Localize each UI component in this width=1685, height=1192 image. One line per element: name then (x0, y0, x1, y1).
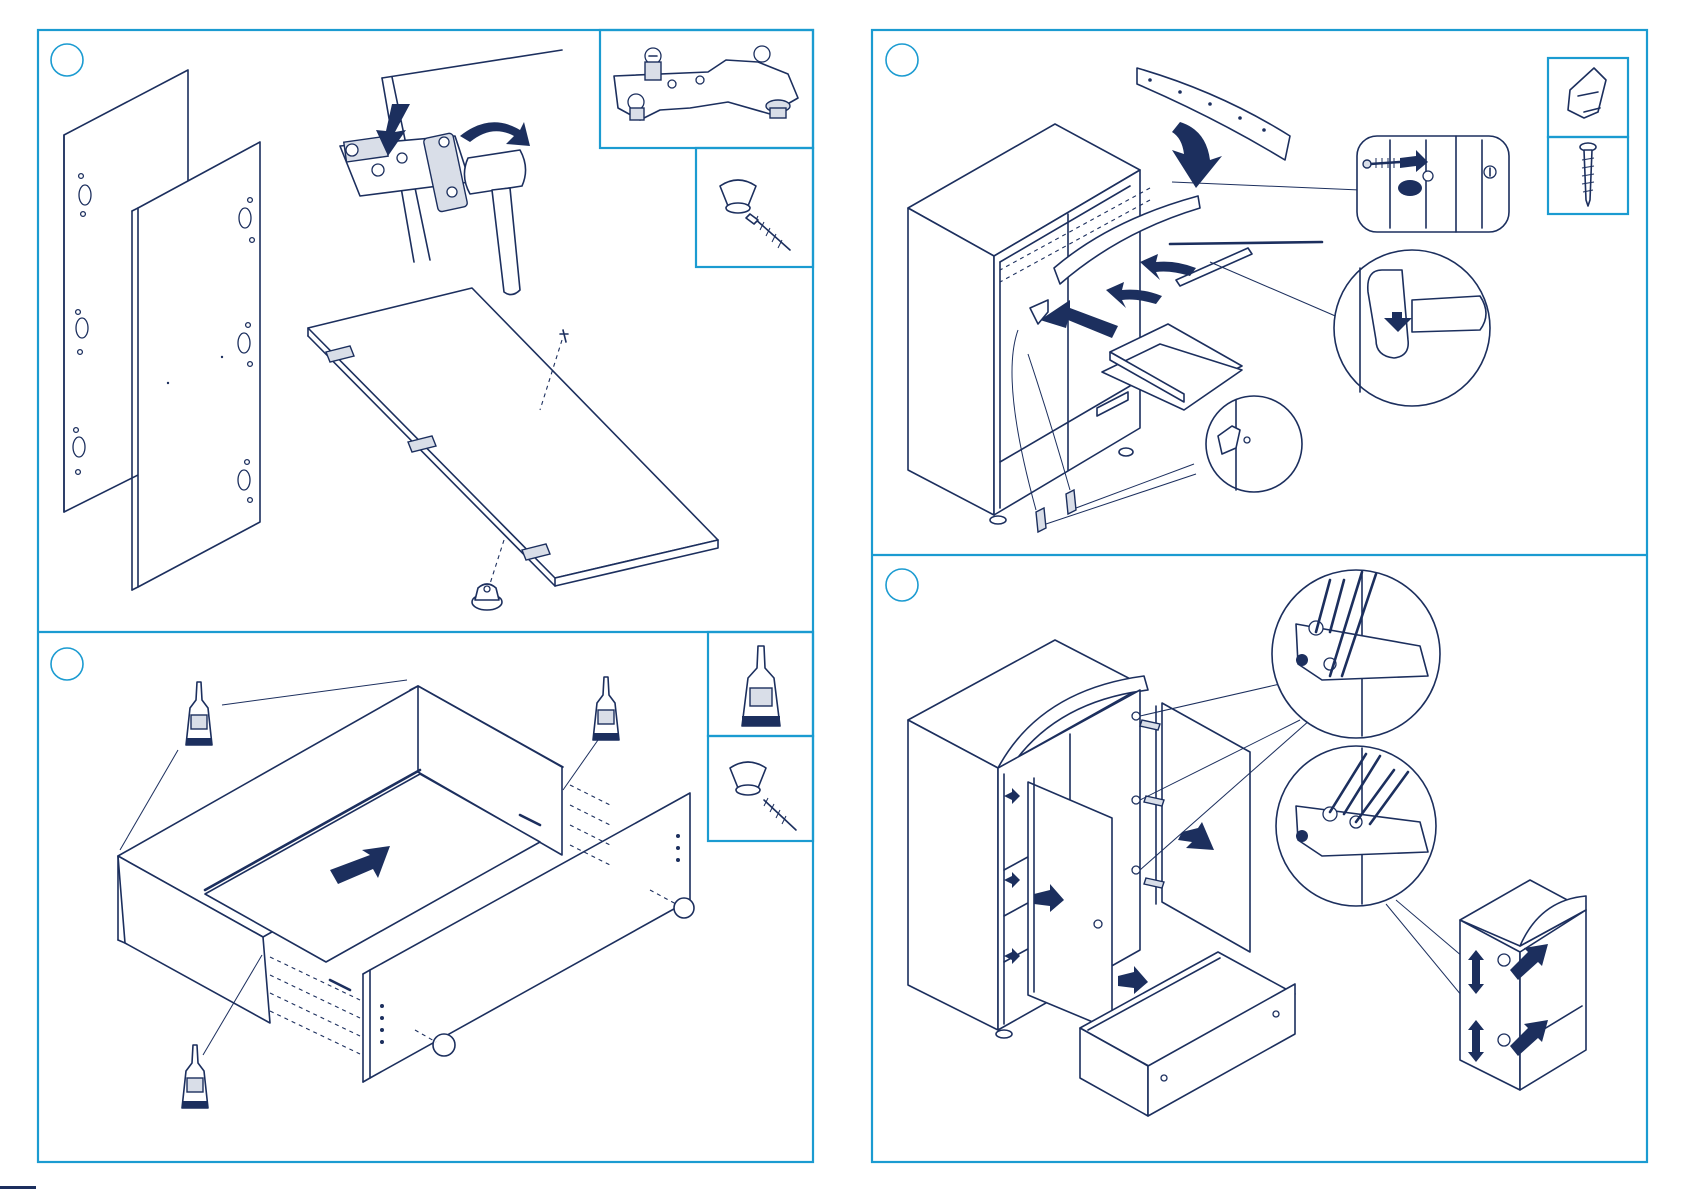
door-with-hinges (308, 288, 718, 610)
step-badge-3 (886, 44, 918, 76)
top-crown-board (1137, 68, 1290, 188)
step-badge-4 (886, 569, 918, 601)
hammer-icon (464, 150, 525, 295)
bracket-clip-detail (1334, 250, 1490, 406)
hinge-hammer-detail (340, 50, 562, 295)
door-panel-front (132, 142, 260, 590)
cabinet-carcass (908, 124, 1150, 524)
wardrobe-small-adjust (1460, 880, 1586, 1090)
step-badge-2 (51, 648, 83, 680)
wall-bracket-icon (1568, 68, 1606, 118)
knob-screw-icon (720, 180, 790, 250)
hinge-icon (614, 46, 798, 120)
step-badge-1 (51, 44, 83, 76)
footer-mark (0, 1186, 36, 1189)
hinge-adjust-detail-top (1272, 570, 1440, 738)
screw-cam-detail (1357, 136, 1509, 232)
knob-screw-icon-2 (730, 762, 796, 830)
hinge-adjust-detail-bottom (1276, 746, 1490, 1030)
knob-icon (472, 584, 502, 610)
shelf-pin-detail (1206, 396, 1302, 492)
wood-screw-icon (1580, 143, 1596, 206)
